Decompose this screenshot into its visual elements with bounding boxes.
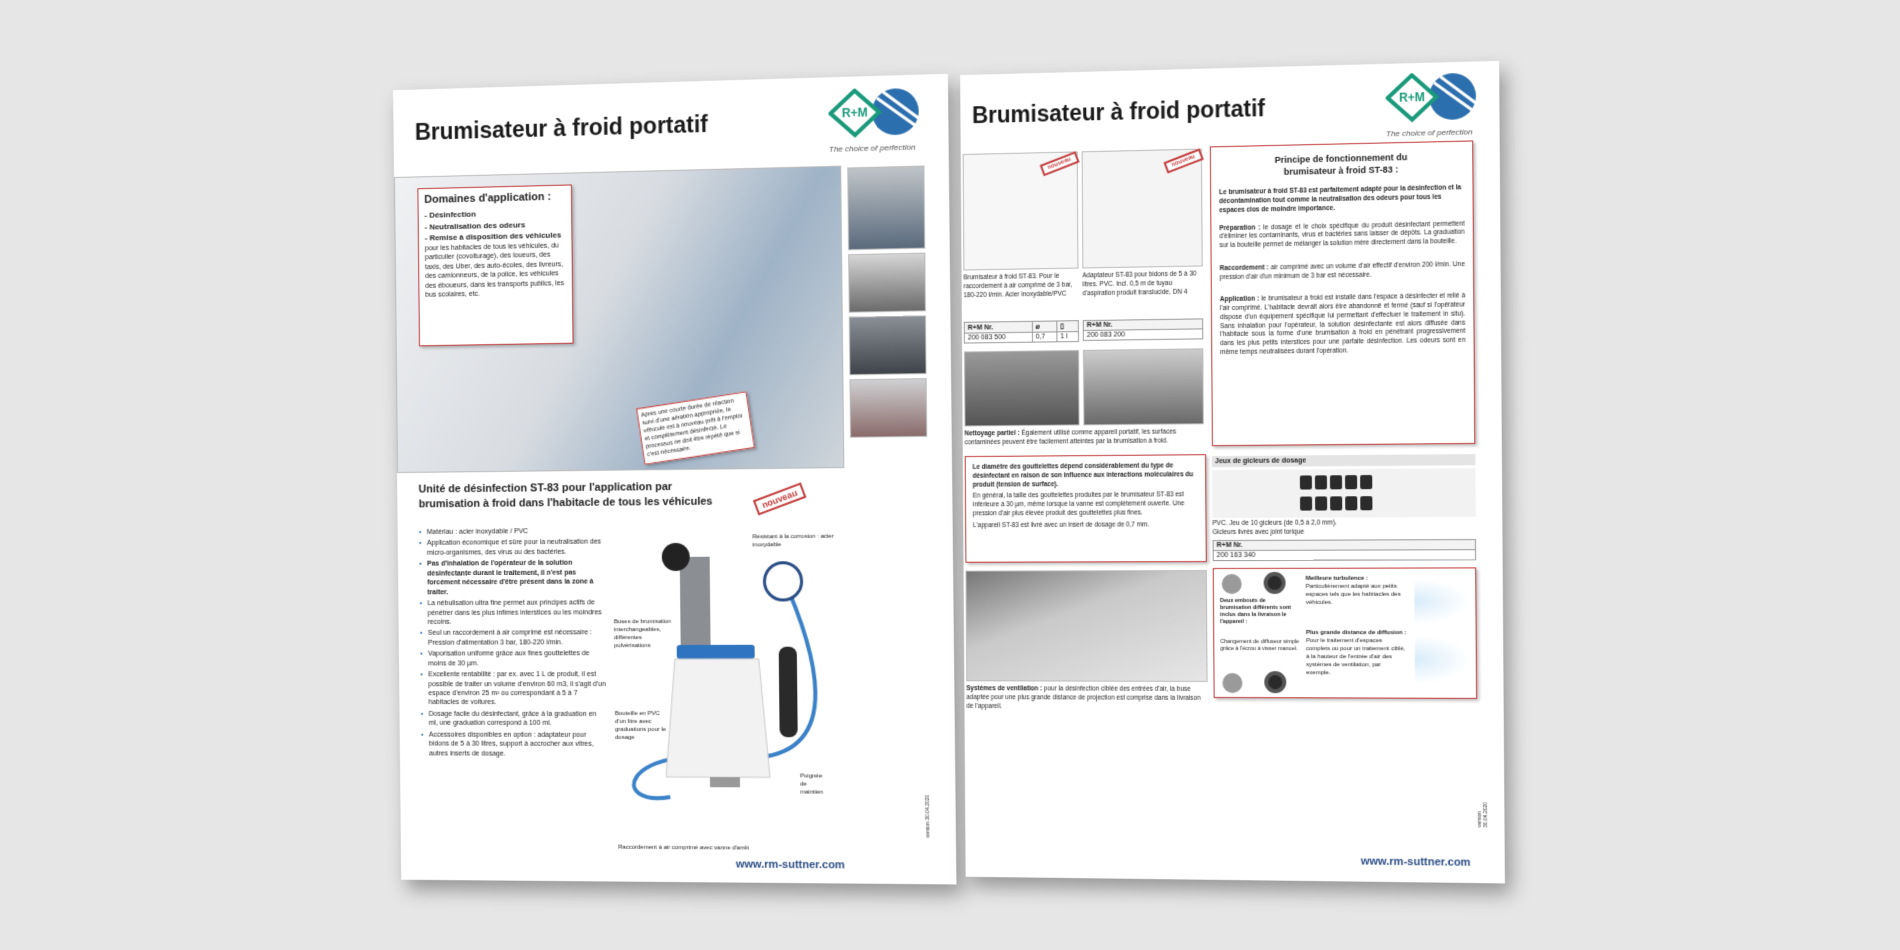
product1-table: R+M Nr.⌀▯ 200 083 5000,71 l bbox=[964, 320, 1079, 343]
table-cell: 1 l bbox=[1057, 332, 1079, 342]
product2-caption: Adaptateur ST-83 pour bidons de 5 à 30 l… bbox=[1082, 270, 1203, 298]
cleaning-caption: Nettoyage partiel : Également utilisé co… bbox=[965, 428, 1208, 448]
brochure-page-2: Brumisateur à froid portatif R+M The cho… bbox=[960, 61, 1505, 884]
droplet-text: En général, la taille des gouttelettes p… bbox=[973, 491, 1199, 518]
feature-item: Excellente rentabilité : par ex. avec 1 … bbox=[420, 670, 607, 708]
website-link[interactable]: www.rm-suttner.com bbox=[736, 859, 845, 872]
sink-photo bbox=[1083, 348, 1204, 425]
spray-sprayer-icon bbox=[1415, 635, 1471, 684]
principle-app: Application : le brumisateur à froid est… bbox=[1220, 293, 1466, 358]
svg-text:R+M: R+M bbox=[842, 105, 868, 120]
nozzle-tips-box: Deux embouts de brumisation différents s… bbox=[1213, 567, 1477, 699]
nozzle-caption-2: Gicleurs livrés avec joint torique bbox=[1212, 529, 1304, 538]
spray-sprayer-icon bbox=[1414, 579, 1470, 625]
nozzle-nut-icon bbox=[1264, 671, 1286, 693]
cleaning-label: Nettoyage partiel : bbox=[965, 430, 1020, 437]
thumb-train-photo bbox=[847, 166, 925, 251]
feature-item: Dosage facile du désinfectant, grâce à l… bbox=[421, 710, 607, 729]
domains-text: pour les habitacles de tous les véhicule… bbox=[425, 241, 566, 300]
prep-label: Préparation : bbox=[1219, 224, 1260, 232]
page-title: Brumisateur à froid portatif bbox=[972, 95, 1265, 129]
principle-heading: Principe de fonctionnement du brumisateu… bbox=[1249, 150, 1434, 178]
app-label: Application : bbox=[1220, 296, 1259, 304]
page-title: Brumisateur à froid portatif bbox=[415, 111, 708, 146]
thumb-dashboard-photo bbox=[849, 315, 927, 375]
cleaning-photo bbox=[964, 350, 1080, 427]
product2-table: R+M Nr. 200 083 200 bbox=[1083, 318, 1203, 341]
product1-caption: Brumisateur à froid ST-83. Pour le racco… bbox=[963, 273, 1078, 301]
table-header: ▯ bbox=[1057, 321, 1079, 332]
feature-list: Matériau : acier inoxydable / PVC Applic… bbox=[419, 527, 608, 761]
new-badge: nouveau bbox=[753, 482, 807, 515]
tip-turbulence-label: Meilleure turbulence : bbox=[1306, 576, 1368, 582]
feature-item: Pas d'inhalation de l'opérateur de la so… bbox=[419, 559, 605, 598]
feature-item: Seul un raccordement à air comprimé est … bbox=[420, 629, 606, 648]
thumb-car-photo bbox=[848, 253, 926, 313]
callout-nozzles: Buses de brumisation interchangeables, d… bbox=[614, 618, 674, 651]
feature-item: La nébulisation ultra fine permet aux pr… bbox=[420, 598, 606, 627]
nozzle-table: R+M Nr. 200 163 340 bbox=[1213, 539, 1477, 561]
feature-item: Vaporisation uniforme grâce aux fines go… bbox=[420, 649, 606, 668]
domains-heading: Domaines d'application : bbox=[424, 191, 565, 206]
nozzle-caption-1: PVC. Jeu de 10 gicleurs (de 0,5 à 2,0 mm… bbox=[1212, 519, 1337, 528]
table-cell: 200 083 200 bbox=[1083, 329, 1202, 341]
tagline: The choice of perfection bbox=[829, 142, 922, 154]
nozzles-icon bbox=[1212, 468, 1476, 518]
callout-connection: Raccordement à air comprimé avec vanne d… bbox=[618, 844, 749, 853]
tip-turbulence: Meilleure turbulence : Particulièrement … bbox=[1306, 575, 1407, 608]
ventilation-caption: Systèmes de ventilation : pour la désinf… bbox=[966, 685, 1208, 712]
principle-conn: Raccordement : air comprimé avec un volu… bbox=[1220, 261, 1465, 283]
brand-logo: R+M The choice of perfection bbox=[1386, 72, 1480, 139]
tip-turbulence-text: Particulièrement adapté aux petits espac… bbox=[1306, 584, 1401, 606]
table-cell: 0,7 bbox=[1032, 332, 1057, 342]
callout-corrosion: Résistant à la corrosion : acier inoxyda… bbox=[752, 533, 853, 550]
section-title: Unité de désinfection ST-83 pour l'appli… bbox=[418, 479, 734, 512]
tagline: The choice of perfection bbox=[1386, 127, 1479, 138]
svg-text:R+M: R+M bbox=[1399, 90, 1425, 105]
table-cell: 200 163 340 bbox=[1213, 550, 1475, 561]
feature-item: Matériau : acier inoxydable / PVC bbox=[419, 527, 605, 538]
nozzle-nut-icon bbox=[1264, 572, 1286, 594]
website-link[interactable]: www.rm-suttner.com bbox=[1361, 855, 1471, 868]
table-header: ⌀ bbox=[1032, 321, 1057, 332]
version-label: version 30.04.2020 bbox=[1477, 785, 1490, 828]
nozzle-tip-icon bbox=[1222, 574, 1242, 594]
table-cell: 200 083 500 bbox=[964, 332, 1032, 343]
principle-intro: Le brumisateur à froid ST-83 est parfait… bbox=[1219, 184, 1464, 215]
brochure-page-1: Brumisateur à froid portatif R+M The cho… bbox=[393, 74, 956, 885]
droplet-bold-text: Le diamètre des gouttelettes dépend cons… bbox=[973, 462, 1199, 490]
rm-suttner-logo-icon: R+M bbox=[828, 87, 922, 140]
feature-item: Application économique et sûre pour la n… bbox=[419, 538, 605, 558]
droplet-insert-text: L'appareil ST-83 est livré avec un inser… bbox=[973, 521, 1199, 531]
nozzle-tip-icon bbox=[1222, 673, 1242, 693]
feature-item: Accessoires disponibles en option : adap… bbox=[421, 730, 607, 758]
domains-box: Domaines d'application : - Désinfection … bbox=[417, 184, 573, 346]
version-label: version 30.04.2020 bbox=[925, 795, 932, 838]
nozzle-set-photo bbox=[1212, 468, 1476, 518]
thumb-bus-photo bbox=[849, 378, 927, 438]
tip-distance-text: Pour le traitement d'espaces complets ou… bbox=[1306, 638, 1405, 677]
tip-distance-label: Plus grande distance de diffusion : bbox=[1306, 630, 1406, 636]
tip-distance: Plus grande distance de diffusion : Pour… bbox=[1306, 629, 1407, 678]
ventilation-photo bbox=[966, 570, 1208, 682]
principle-prep: Préparation : le dosage et le choix spéc… bbox=[1219, 220, 1464, 251]
ventilation-label: Systèmes de ventilation : bbox=[966, 685, 1042, 692]
callout-bottle: Bouteille en PVC d'un litre avec graduat… bbox=[615, 710, 673, 742]
principle-box: Principe de fonctionnement du brumisateu… bbox=[1210, 140, 1475, 446]
callout-handle: Poignée de maintien bbox=[800, 772, 831, 797]
conn-label: Raccordement : bbox=[1220, 264, 1269, 272]
droplet-box: Le diamètre des gouttelettes dépend cons… bbox=[965, 454, 1207, 563]
tuv-seal-icon bbox=[763, 561, 804, 601]
tips-left-bold: Deux embouts de brumisation différents s… bbox=[1220, 598, 1298, 626]
rm-suttner-logo-icon: R+M bbox=[1386, 72, 1480, 125]
tips-left-text: Changement de diffuseur simple grâce à l… bbox=[1220, 639, 1300, 653]
nozzle-set-heading: Jeux de gicleurs de dosage bbox=[1212, 454, 1475, 468]
brand-logo: R+M The choice of perfection bbox=[828, 87, 922, 154]
